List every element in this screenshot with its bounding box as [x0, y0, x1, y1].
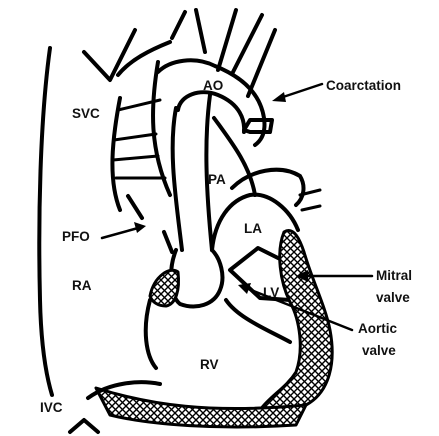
pulmonary-vein: [300, 190, 320, 210]
lv-wall: [260, 231, 332, 410]
mitral-valve-label-line2: valve: [376, 290, 410, 305]
ra-label: RA: [72, 278, 92, 293]
mitral-valve-arrow: [296, 270, 372, 282]
svc-bands: [113, 100, 165, 178]
right-atrium-wall: [39, 48, 52, 395]
coarctation-narrowing: [244, 120, 272, 132]
coarctation-label: Coarctation: [326, 78, 401, 93]
rv-label: RV: [200, 357, 219, 372]
pfo-label: PFO: [62, 229, 90, 244]
mitral-valve-label-line1: Mitral: [376, 268, 412, 283]
ivc-label: IVC: [40, 400, 63, 415]
la-label: LA: [244, 221, 262, 236]
ao-label: AO: [203, 78, 223, 93]
pfo-arrow: [102, 222, 146, 238]
septum-wall: [150, 270, 179, 306]
aortic-valve-label-line1: Aortic: [358, 321, 397, 336]
aorta-branches: [172, 10, 275, 96]
aortic-valve-label-line2: valve: [362, 343, 396, 358]
pa-label: PA: [208, 172, 226, 187]
svc-label: SVC: [72, 106, 100, 121]
coarctation-arrow: [272, 84, 322, 102]
